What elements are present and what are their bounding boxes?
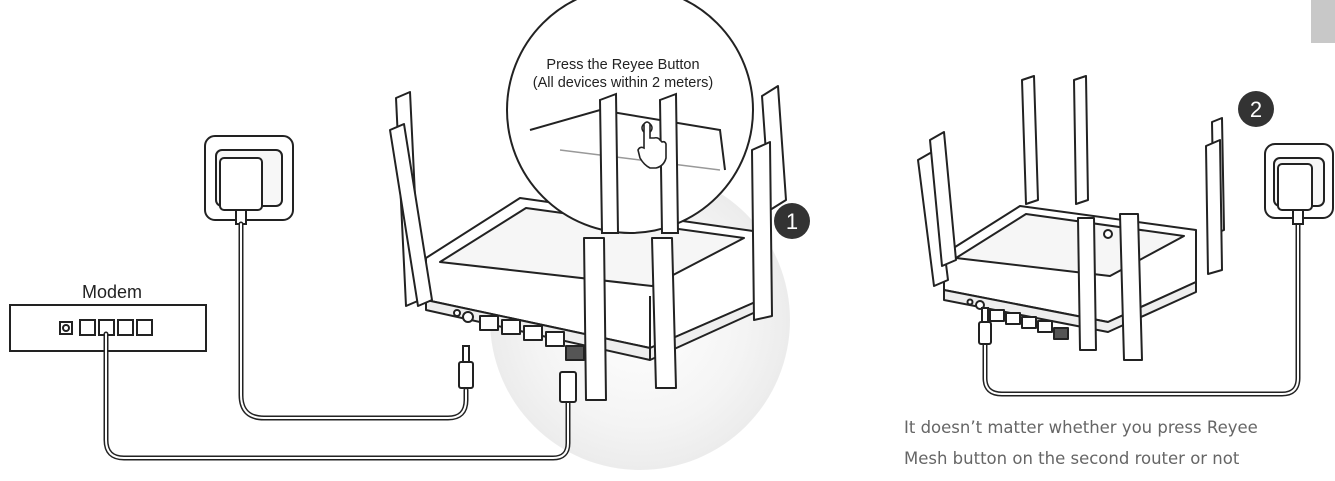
callout-magnifier <box>506 0 754 234</box>
hand-pointer-icon <box>637 121 667 169</box>
callout-line-2: (All devices within 2 meters) <box>533 75 714 91</box>
step-2-number: 2 <box>1250 97 1262 122</box>
power-adapter-left <box>204 135 294 225</box>
step-1-number: 1 <box>786 209 798 234</box>
power-plug-right <box>978 307 992 345</box>
step-2-note: It doesn’t matter whether you press Reye… <box>904 412 1324 474</box>
callout-line-1: Press the Reyee Button <box>546 57 699 73</box>
step-2-badge <box>1238 91 1274 127</box>
note-line-2: Mesh button on the second router or not <box>904 449 1240 468</box>
router-1 <box>389 85 787 401</box>
step-1-badge <box>774 203 810 239</box>
power-adapter-right <box>1264 143 1334 225</box>
modem-label: Modem <box>82 282 142 302</box>
note-line-1: It doesn’t matter whether you press Reye… <box>904 418 1258 437</box>
page-corner-tab <box>1311 0 1335 43</box>
router-2 <box>917 75 1225 361</box>
power-plug-left <box>458 345 474 389</box>
ethernet-plug <box>559 371 577 403</box>
